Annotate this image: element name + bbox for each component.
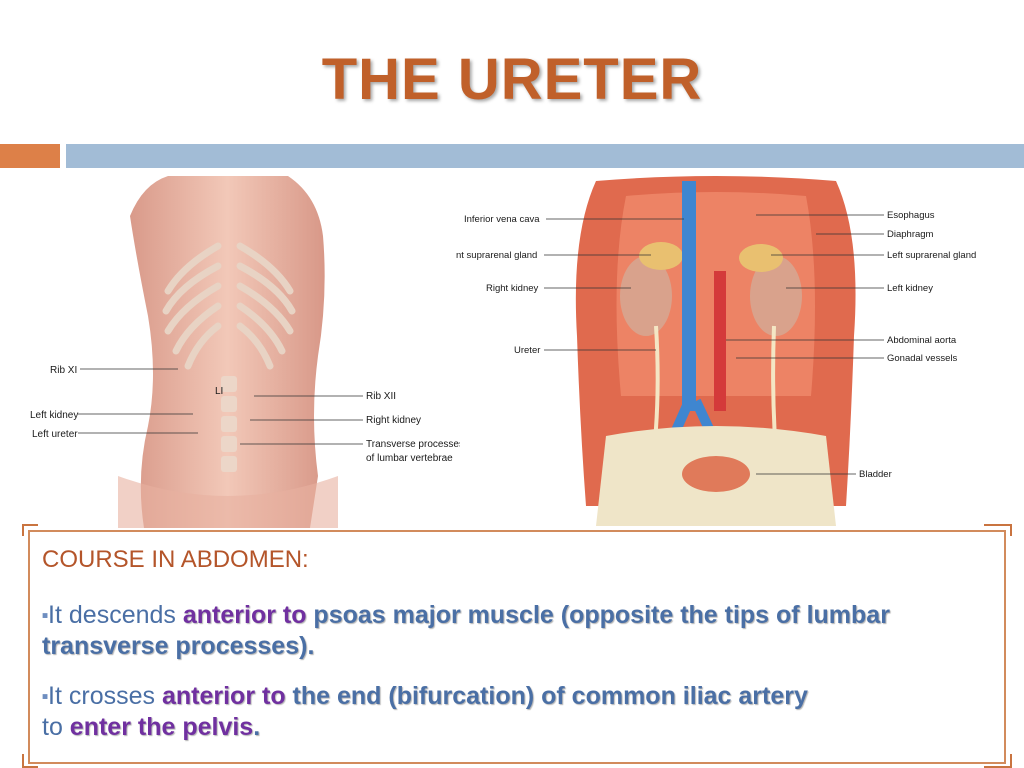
label-left-kidney: Left kidney [30, 410, 78, 421]
frame-corner-tl [22, 524, 38, 536]
lumbar-vertebrae [221, 376, 237, 472]
label-diaphragm: Diaphragm [887, 229, 934, 240]
label-esophagus: Esophagus [887, 210, 935, 221]
label-rib-xi: Rib XI [50, 365, 77, 376]
bullet2-end: . [253, 713, 261, 742]
back-anatomy-figure: LI Rib XI Left kidney Left ureter Rib XI… [30, 176, 460, 528]
bullet2-prefix: It crosses [48, 682, 162, 710]
label-left-kidney: Left kidney [887, 283, 933, 294]
label-right-suprarenal: nt suprarenal gland [456, 250, 537, 261]
accent-bar-orange [0, 144, 60, 168]
bullet-iliac: ■It crosses anterior to the end (bifurca… [42, 681, 992, 742]
bullet1-prefix: It descends [48, 601, 183, 629]
frame-corner-tr [984, 524, 1012, 536]
section-heading: COURSE IN ABDOMEN: [42, 546, 309, 573]
abdominal-anatomy-figure: Inferior vena cava nt suprarenal gland R… [456, 176, 976, 526]
frame-corner-br [984, 754, 1012, 768]
label-transverse-1: Transverse processes [366, 439, 460, 450]
leader-lines [78, 368, 363, 445]
label-right-kidney-back: Right kidney [366, 415, 421, 426]
accent-bar-blue [66, 144, 1024, 168]
right-suprarenal [639, 242, 683, 270]
bullet2-emphasis: anterior to [161, 682, 286, 710]
vertebra-l1-mark: LI [215, 386, 223, 397]
ivc [682, 181, 696, 411]
label-rib-xii: Rib XII [366, 391, 396, 402]
content-box [28, 530, 1006, 764]
left-kidney [750, 256, 802, 336]
back-torso [130, 176, 325, 528]
abd-leader-lines [544, 214, 884, 475]
label-gonadal-vessels: Gonadal vessels [887, 353, 957, 364]
bullet-psoas: ■It descends anterior to psoas major mus… [42, 600, 992, 661]
right-kidney [620, 256, 672, 336]
bullet-marker: ■ [42, 691, 49, 703]
left-suprarenal [739, 244, 783, 272]
label-right-kidney: Right kidney [486, 283, 539, 294]
label-bladder: Bladder [859, 469, 892, 480]
bullet1-emphasis: anterior to [182, 601, 307, 629]
ribs [162, 242, 296, 370]
label-ivc: Inferior vena cava [464, 214, 540, 225]
bullet2-enter: enter the pelvis [69, 713, 254, 742]
label-left-suprarenal: Left suprarenal gland [887, 250, 976, 261]
frame-corner-bl [22, 754, 38, 768]
bullet2-to: to [42, 713, 70, 742]
label-abdominal-aorta: Abdominal aorta [887, 335, 957, 346]
label-ureter: Ureter [514, 345, 540, 356]
slide-title: THE URETER [321, 47, 703, 112]
bullet2-middle: the end (bifurcation) of common iliac ar… [285, 682, 808, 710]
bladder [682, 456, 750, 492]
bullet-marker: ■ [42, 610, 49, 622]
aorta [714, 271, 726, 411]
label-transverse-2: of lumbar vertebrae [366, 453, 453, 464]
label-left-ureter: Left ureter [32, 429, 78, 440]
bullet1-rest: psoas major muscle (opposite the tips of… [42, 601, 890, 661]
